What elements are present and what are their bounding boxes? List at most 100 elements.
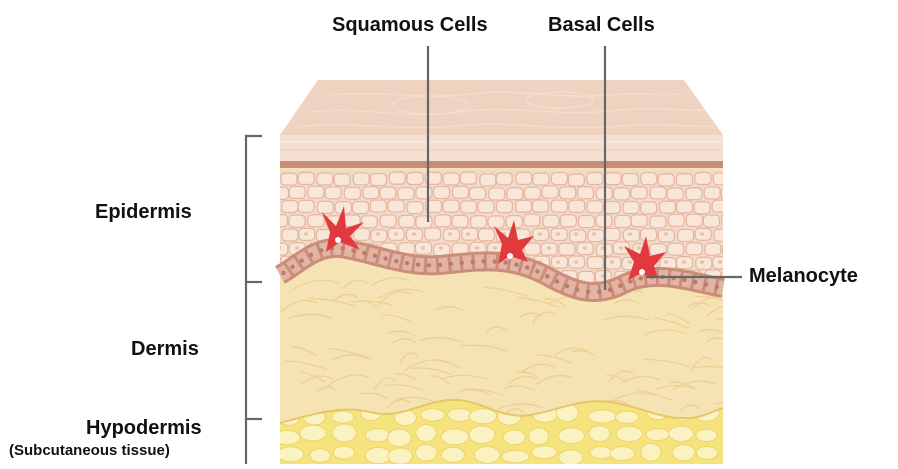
squamous-cell: [478, 201, 494, 213]
cell-nucleus: [295, 246, 299, 250]
dermis-label: Dermis: [131, 339, 199, 359]
squamous-cell: [704, 187, 720, 199]
basal-cell: [493, 259, 497, 263]
squamous-cell: [668, 214, 684, 226]
fat-cell: [696, 446, 717, 459]
squamous-cell: [696, 257, 712, 269]
basal-cell: [416, 262, 420, 266]
fat-cell: [416, 424, 436, 441]
basal-cell: [693, 280, 697, 284]
squamous-cell: [686, 188, 702, 200]
squamous-cell: [325, 187, 341, 199]
cell-nucleus: [376, 232, 380, 236]
squamous-cell: [273, 187, 289, 199]
squamous-cell: [631, 215, 647, 227]
squamous-cell: [363, 187, 379, 199]
squamous-cell: [399, 215, 415, 227]
basal-cell: [309, 253, 313, 257]
cell-nucleus: [394, 232, 398, 236]
cell-nucleus: [700, 232, 704, 236]
squamous-cell: [281, 173, 297, 185]
fat-cell: [415, 444, 437, 461]
cell-nucleus: [475, 246, 479, 250]
fat-cell: [532, 446, 557, 459]
squamous-cell: [317, 201, 333, 213]
fat-cell: [442, 447, 465, 462]
fat-cell: [310, 449, 331, 463]
squamous-cell: [344, 187, 360, 199]
fat-cell: [646, 429, 669, 441]
squamous-cell: [425, 228, 441, 240]
squamous-cell: [604, 228, 620, 240]
basal-cell: [341, 246, 345, 250]
basal-cell: [575, 287, 579, 291]
cell-nucleus: [718, 260, 722, 264]
squamous-cell: [443, 173, 459, 185]
fat-cell: [503, 430, 525, 445]
squamous-cell: [588, 230, 604, 242]
squamous-cell: [470, 188, 486, 200]
squamous-cell: [434, 186, 450, 198]
squamous-cell: [452, 186, 468, 198]
squamous-cell: [623, 201, 639, 213]
squamous-cell: [686, 214, 702, 226]
fat-cell: [469, 426, 495, 444]
squamous-cell: [516, 172, 532, 184]
basal-cell: [639, 276, 643, 280]
squamous-cell: [641, 202, 657, 214]
basal-cell: [555, 279, 559, 283]
cell-nucleus: [466, 232, 470, 236]
cell-nucleus: [664, 232, 668, 236]
squamous-cell: [559, 243, 575, 255]
cell-nucleus: [592, 232, 596, 236]
fat-cell: [529, 428, 549, 445]
basal-cell: [565, 284, 569, 288]
squamous-cell: [713, 173, 729, 185]
squamous-cell: [524, 243, 540, 255]
squamous-cell: [282, 229, 298, 241]
squamous-cell: [579, 216, 595, 228]
basal-cell: [682, 278, 686, 282]
cell-nucleus: [574, 232, 578, 236]
basal-cell: [545, 274, 549, 278]
cell-nucleus: [574, 260, 578, 264]
squamous-cell: [570, 230, 586, 242]
squamous-cell: [569, 200, 585, 212]
squamous-cell: [361, 216, 377, 228]
squamous-cell: [604, 202, 620, 214]
basal-cell: [290, 265, 294, 269]
squamous-cell: [435, 215, 451, 227]
squamous-cell: [686, 243, 702, 255]
squamous-cell: [705, 243, 721, 255]
squamous-cell: [371, 174, 387, 186]
squamous-cell: [703, 215, 719, 227]
cell-nucleus: [700, 260, 704, 264]
squamous-cell: [334, 174, 350, 186]
fat-cell: [474, 446, 500, 463]
basal-cell: [504, 260, 508, 264]
squamous-cell: [622, 174, 638, 186]
cell-nucleus: [277, 246, 281, 250]
fat-cell: [559, 428, 585, 444]
cell-nucleus: [628, 260, 632, 264]
squamous-cell: [641, 229, 657, 241]
squamous-cell: [452, 215, 468, 227]
squamous-cell: [461, 201, 477, 213]
squamous-cell: [471, 216, 487, 228]
squamous-cell: [543, 215, 559, 227]
squamous-cell: [722, 243, 738, 255]
squamous-cell: [434, 244, 450, 256]
fat-cell: [502, 450, 529, 463]
basal-cell: [351, 248, 355, 252]
squamous-cell: [577, 187, 593, 199]
squamous-cell: [677, 201, 693, 213]
squamous-cells-label: Squamous Cells: [332, 15, 488, 35]
cell-nucleus: [412, 232, 416, 236]
cell-nucleus: [664, 260, 668, 264]
basal-cell: [715, 285, 719, 289]
squamous-cell: [380, 187, 396, 199]
fat-cell: [615, 411, 638, 423]
squamous-cell: [370, 200, 386, 212]
basal-cell: [405, 261, 409, 265]
hypodermis-label: Hypodermis: [86, 418, 202, 438]
